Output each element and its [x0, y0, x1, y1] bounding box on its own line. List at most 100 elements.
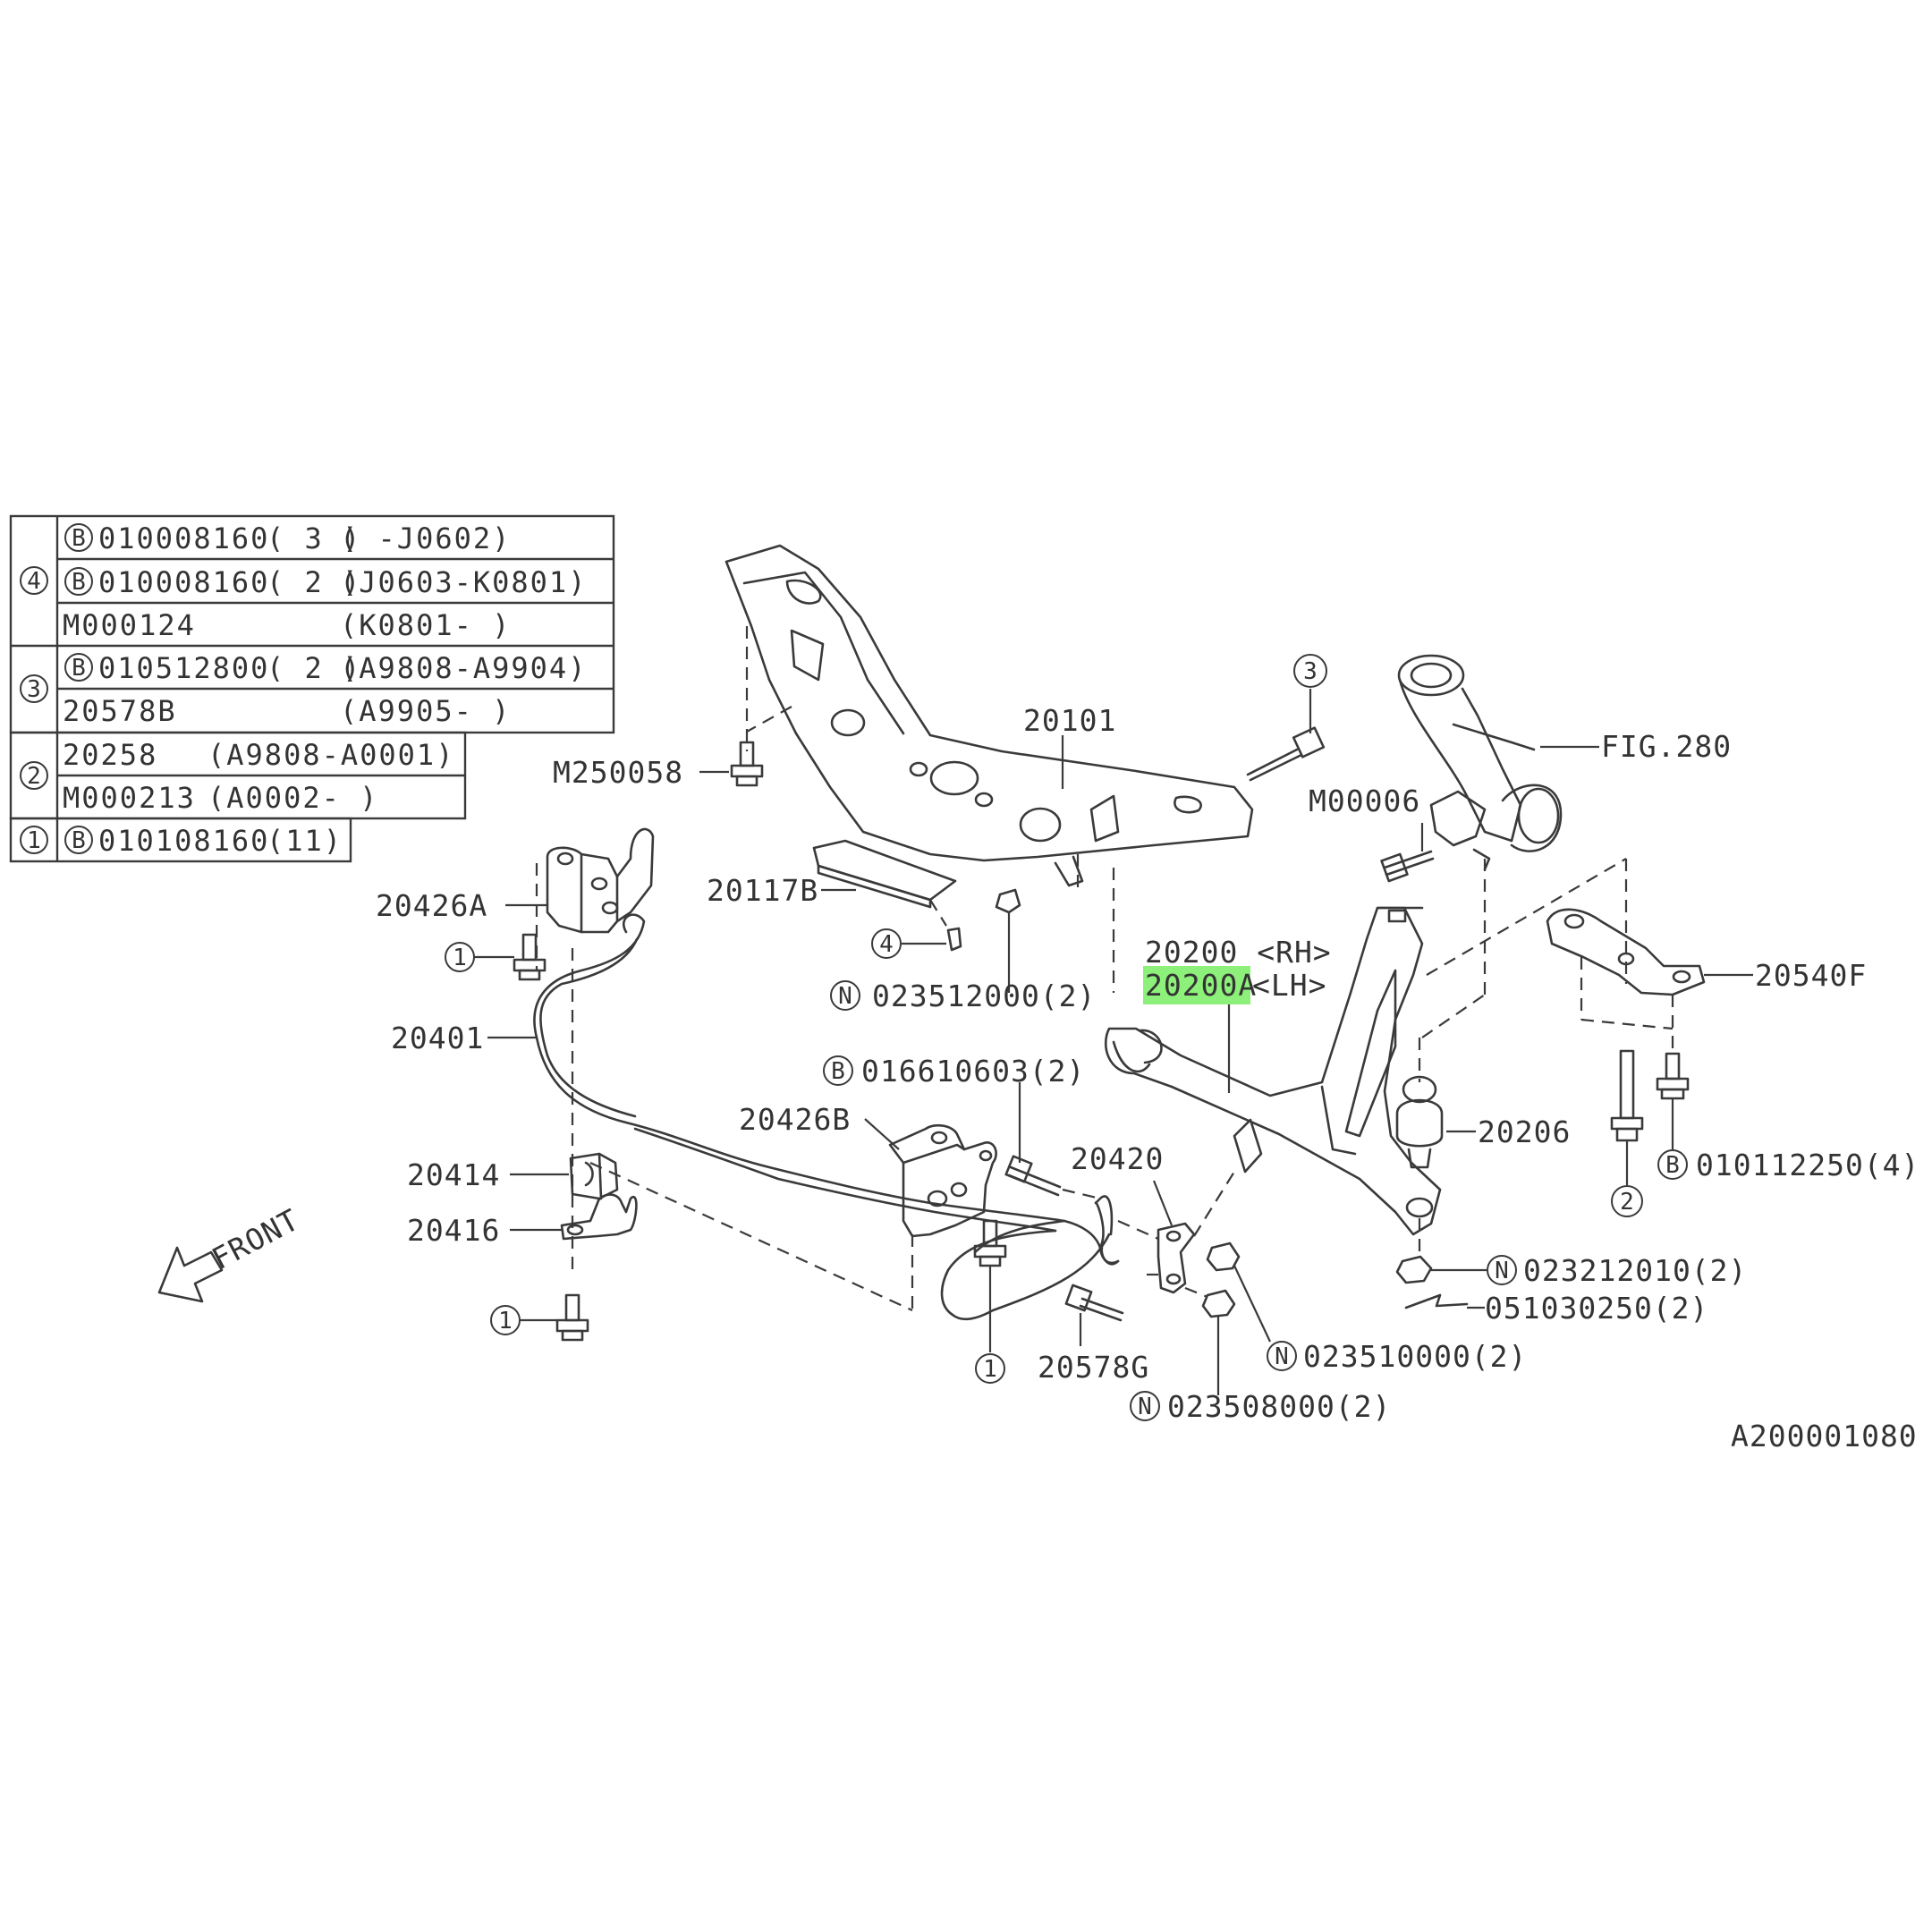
table-row: B 010008160 ( 3 ) ( -J0602) — [64, 521, 511, 555]
highlight-20200a — [1143, 966, 1250, 1004]
label-20206: 20206 — [1478, 1114, 1571, 1149]
svg-text:( 3 ): ( 3 ) — [267, 521, 361, 555]
nut-023212010-icon — [1395, 1255, 1433, 1284]
bolt-1-icon — [973, 1219, 1007, 1267]
svg-text:B: B — [72, 827, 86, 854]
label-fig280: FIG.280 — [1601, 729, 1732, 764]
front-arrow-icon — [157, 1246, 224, 1303]
svg-text:(A9808-A0001): (A9808-A0001) — [208, 738, 454, 772]
cotter-pin-icon — [1404, 1293, 1469, 1309]
table-key-2: 2 — [20, 761, 48, 790]
label-20540f: 20540F — [1755, 958, 1867, 993]
label-023510000: 023510000(2) — [1303, 1339, 1527, 1374]
label-20200a-part: 20200A — [1145, 968, 1257, 1003]
svg-text:M000213: M000213 — [63, 781, 196, 815]
svg-text:(K0801- ): (K0801- ) — [340, 608, 511, 642]
svg-text:3: 3 — [1303, 658, 1318, 685]
label-20578g: 20578G — [1038, 1350, 1149, 1385]
svg-text:010108160: 010108160 — [98, 824, 269, 858]
svg-text:N: N — [1495, 1258, 1509, 1284]
svg-text:(J0603-K0801): (J0603-K0801) — [340, 565, 587, 599]
clamp-icon — [560, 1193, 638, 1241]
table-key-3: 3 — [20, 674, 48, 703]
svg-text:N: N — [838, 983, 852, 1010]
svg-text:1: 1 — [498, 1308, 513, 1335]
label-20426b: 20426B — [739, 1102, 851, 1137]
svg-text:2: 2 — [27, 763, 41, 790]
svg-text:(A9808-A9904): (A9808-A9904) — [340, 651, 587, 685]
table-row: B 010512800 ( 2 ) (A9808-A9904) — [64, 651, 587, 685]
svg-text:(11): (11) — [267, 824, 343, 858]
svg-text:(A0002- ): (A0002- ) — [208, 781, 378, 815]
label-front: FRONT — [206, 1202, 304, 1276]
bracket-20426a-icon — [546, 827, 655, 934]
label-023508000: 023508000(2) — [1167, 1389, 1391, 1424]
bolt-010112250-icon — [1656, 1052, 1690, 1100]
bolt-m00006-icon — [1380, 850, 1435, 883]
svg-text:4: 4 — [879, 931, 894, 958]
svg-text:4: 4 — [27, 568, 41, 595]
bracket-20540f-icon — [1546, 908, 1706, 996]
svg-text:N: N — [1275, 1343, 1289, 1370]
svg-text:20578B: 20578B — [63, 694, 177, 728]
svg-text:3: 3 — [27, 676, 41, 703]
label-20401: 20401 — [391, 1021, 484, 1055]
label-023512000: 023512000(2) — [872, 979, 1096, 1013]
label-20200-rh: 20200 <RH> — [1145, 935, 1332, 970]
label-20414: 20414 — [407, 1157, 500, 1192]
callout-4 — [871, 928, 902, 959]
stabilizer-bar-drawing — [533, 913, 1120, 1321]
ball-joint-icon — [1395, 1038, 1444, 1169]
callout-b — [823, 1055, 853, 1086]
table-row: 20578B (A9905- ) — [63, 694, 511, 728]
svg-text:1: 1 — [983, 1356, 997, 1383]
bolt-1-icon — [513, 933, 547, 981]
label-20416: 20416 — [407, 1213, 500, 1248]
diagram-code: A200001080 — [1731, 1419, 1918, 1453]
callout-1 — [445, 942, 475, 972]
label-20426a: 20426A — [376, 888, 487, 923]
svg-text:B: B — [72, 569, 86, 596]
svg-text:2: 2 — [1620, 1189, 1634, 1216]
nut-023510000-icon — [1206, 1241, 1241, 1272]
control-arm-drawing — [1105, 906, 1442, 1236]
nut-023508000-icon — [1201, 1289, 1236, 1318]
knuckle-icon — [1397, 654, 1563, 871]
plate-20117b-icon — [812, 839, 957, 909]
table-key-1: 1 — [20, 826, 48, 854]
link-20420-icon — [1157, 1222, 1196, 1294]
svg-text:N: N — [1138, 1394, 1152, 1420]
label-m00006: M00006 — [1309, 784, 1420, 818]
callout-b — [1657, 1149, 1688, 1180]
callout-n — [1130, 1391, 1160, 1421]
svg-text:010008160: 010008160 — [98, 521, 269, 555]
bolt-m250058-icon — [730, 741, 764, 787]
svg-text:B: B — [831, 1058, 845, 1085]
svg-text:( -J0602): ( -J0602) — [340, 521, 511, 555]
svg-text:20258: 20258 — [63, 738, 157, 772]
svg-text:010008160: 010008160 — [98, 565, 269, 599]
nut-023512000-icon — [995, 888, 1021, 914]
bolt-3-icon — [1246, 726, 1326, 782]
callout-n — [1487, 1255, 1517, 1285]
callout-2 — [1611, 1185, 1643, 1217]
crossmember-drawing — [724, 544, 1254, 993]
callout-1 — [490, 1305, 521, 1335]
label-20420: 20420 — [1071, 1141, 1164, 1176]
table-row: 20258 (A9808-A0001) — [63, 738, 454, 772]
svg-text:010512800: 010512800 — [98, 651, 269, 685]
bolt-4-icon — [946, 927, 962, 952]
label-016610603: 016610603(2) — [861, 1054, 1085, 1089]
label-010112250: 010112250(4) — [1696, 1148, 1919, 1182]
label-023212010: 023212010(2) — [1523, 1253, 1747, 1288]
label-20117b: 20117B — [707, 873, 818, 908]
svg-text:(A9905- ): (A9905- ) — [340, 694, 511, 728]
table-row: B 010008160 ( 2 ) (J0603-K0801) — [64, 565, 587, 599]
svg-text:B: B — [72, 525, 86, 552]
callout-n — [1267, 1341, 1297, 1371]
bolt-20578g-icon — [1064, 1284, 1124, 1322]
label-051030250: 051030250(2) — [1485, 1291, 1708, 1326]
parts-table: 4 3 2 1 B 010008160 ( 3 ) ( -J0602) B 01… — [9, 514, 615, 863]
table-row: B 010108160 (11) — [64, 824, 343, 858]
label-20200a-side: <LH> — [1252, 968, 1326, 1003]
